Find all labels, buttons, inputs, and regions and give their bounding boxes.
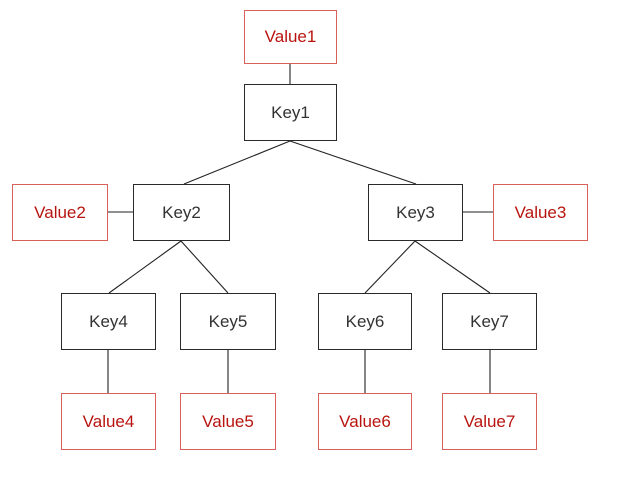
edge-key2-key5 <box>180 240 229 294</box>
value-node-1: Value1 <box>244 10 337 64</box>
value-node-7: Value7 <box>442 393 537 450</box>
edge-key2-key4 <box>108 240 182 294</box>
value-node-3: Value3 <box>493 184 588 241</box>
value-node-5: Value5 <box>180 393 276 450</box>
key-node-7: Key7 <box>442 293 537 350</box>
edge-key3-key6 <box>364 240 416 294</box>
key-node-2: Key2 <box>133 184 230 241</box>
edge-key1-key3 <box>289 140 417 185</box>
value-node-6: Value6 <box>318 393 412 450</box>
key-node-3: Key3 <box>368 184 463 241</box>
key-node-6: Key6 <box>318 293 412 350</box>
value-node-4: Value4 <box>61 393 156 450</box>
edge-key3-key7 <box>414 240 491 294</box>
key-node-5: Key5 <box>180 293 276 350</box>
key-node-1: Key1 <box>244 84 337 141</box>
edge-key1-key2 <box>183 140 291 185</box>
key-node-4: Key4 <box>61 293 156 350</box>
value-node-2: Value2 <box>12 184 108 241</box>
